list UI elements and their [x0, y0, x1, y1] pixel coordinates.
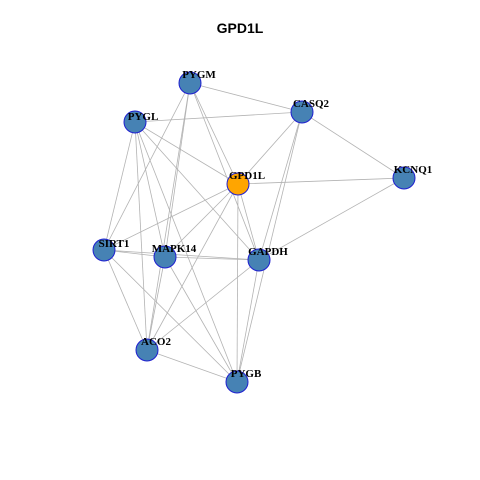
node-label-casq2: CASQ2	[293, 98, 330, 110]
edge-mapk14-pygb	[164, 256, 238, 383]
edge-sirt1-pygb	[103, 249, 238, 383]
node-circle-mapk14[interactable]	[153, 245, 177, 269]
edge-sirt1-aco2	[103, 249, 148, 351]
node-casq2[interactable]: CASQ2	[290, 98, 330, 124]
edge-gapdh-aco2	[146, 259, 260, 351]
edge-gpd1l-sirt1	[103, 183, 239, 251]
edge-pygm-casq2	[189, 82, 303, 113]
edge-gapdh-pygb	[236, 259, 260, 383]
edge-casq2-pygb	[236, 111, 303, 383]
edge-sirt1-gapdh	[103, 249, 260, 261]
node-circle-aco2[interactable]	[135, 338, 159, 362]
edge-casq2-kcnq1	[301, 111, 405, 179]
edge-pygm-gapdh	[189, 82, 260, 261]
diagram-title: GPD1L	[216, 20, 264, 36]
edge-pygl-casq2	[134, 111, 303, 123]
edge-pygm-mapk14	[164, 82, 191, 258]
node-label-sirt1: SIRT1	[99, 238, 130, 250]
node-circle-sirt1[interactable]	[92, 238, 116, 262]
node-label-pygb: PYGB	[231, 368, 262, 380]
edge-pygm-aco2	[146, 82, 191, 351]
edge-casq2-gpd1l	[237, 111, 303, 185]
node-pygm[interactable]: PYGM	[178, 69, 216, 95]
node-label-pygm: PYGM	[182, 69, 216, 81]
edge-casq2-gapdh	[258, 111, 303, 261]
node-circle-pygb[interactable]	[225, 370, 249, 394]
edge-pygl-gpd1l	[134, 121, 239, 185]
node-sirt1[interactable]: SIRT1	[92, 238, 130, 262]
node-circle-pygm[interactable]	[178, 71, 202, 95]
node-mapk14[interactable]: MAPK14	[152, 243, 197, 269]
node-gpd1l[interactable]: GPD1L	[226, 170, 265, 196]
node-aco2[interactable]: ACO2	[135, 336, 171, 362]
edge-pygl-pygb	[134, 121, 238, 383]
node-pygl[interactable]: PYGL	[123, 110, 159, 134]
edge-mapk14-gapdh	[164, 256, 260, 261]
node-label-gapdh: GAPDH	[248, 246, 288, 258]
node-circle-casq2[interactable]	[290, 100, 314, 124]
edge-aco2-pygb	[146, 349, 238, 383]
edge-pygl-aco2	[134, 121, 148, 351]
node-label-kcnq1: KCNQ1	[394, 164, 433, 176]
node-kcnq1[interactable]: KCNQ1	[392, 164, 433, 190]
node-circle-kcnq1[interactable]	[392, 166, 416, 190]
node-circle-pygl[interactable]	[123, 110, 147, 134]
edge-gpd1l-pygb	[236, 183, 239, 383]
edge-mapk14-aco2	[146, 256, 166, 351]
node-circle-gpd1l[interactable]	[226, 172, 250, 196]
edge-gpd1l-aco2	[146, 183, 239, 351]
node-label-mapk14: MAPK14	[152, 243, 197, 255]
node-pygb[interactable]: PYGB	[225, 368, 262, 394]
node-label-gpd1l: GPD1L	[229, 170, 265, 182]
edge-pygl-mapk14	[134, 121, 166, 258]
edge-gpd1l-gapdh	[237, 183, 260, 261]
edge-gpd1l-mapk14	[164, 183, 239, 258]
node-gapdh[interactable]: GAPDH	[247, 246, 288, 272]
edge-gpd1l-kcnq1	[237, 177, 405, 185]
edge-pygm-sirt1	[103, 82, 191, 251]
node-label-aco2: ACO2	[141, 336, 171, 348]
edge-pygm-gpd1l	[189, 82, 239, 185]
edge-pygl-gapdh	[134, 121, 260, 261]
edge-pygl-sirt1	[103, 121, 136, 251]
edge-kcnq1-gapdh	[258, 177, 405, 261]
edge-layer	[103, 82, 405, 383]
node-label-pygl: PYGL	[128, 111, 159, 123]
node-circle-gapdh[interactable]	[247, 248, 271, 272]
